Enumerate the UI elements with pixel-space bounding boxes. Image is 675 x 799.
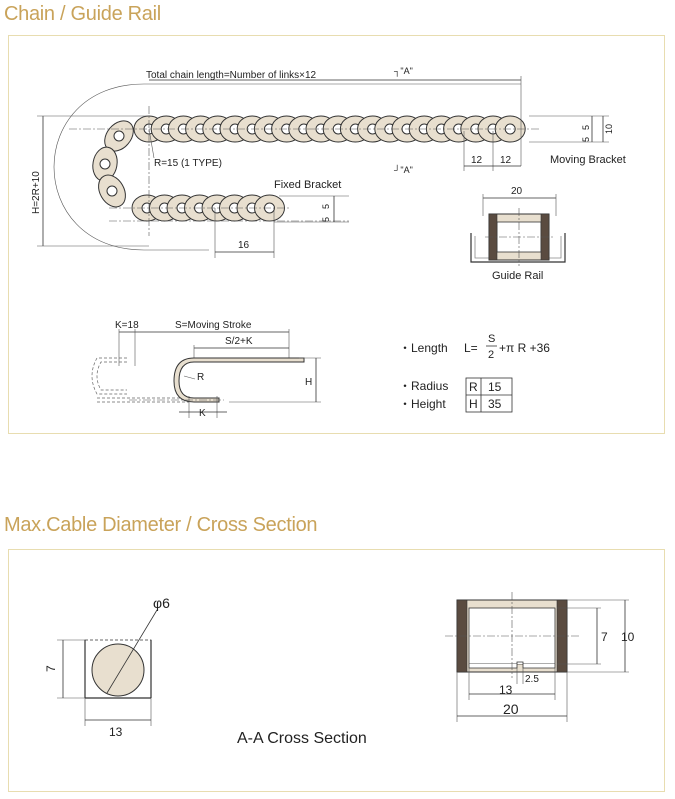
spec-table-key: H xyxy=(469,397,478,411)
k-value-label: K=18 xyxy=(115,320,139,331)
spec-table: R 15 H 35 xyxy=(465,377,513,413)
section-marker-bottom: ┘"A" xyxy=(394,164,413,175)
spec-table-value: 15 xyxy=(488,380,502,394)
height-small-label: H xyxy=(305,377,312,388)
bend-radius-small-label: R xyxy=(197,372,204,383)
cross-section-panel: φ6 7 13 A-A Cross Section 7 10 2.5 xyxy=(8,549,665,792)
moving-bracket-label: Moving Bracket xyxy=(550,154,626,166)
cross-section-drawing: φ6 7 13 A-A Cross Section 7 10 2.5 xyxy=(44,592,635,747)
spec-table-key: R xyxy=(469,380,478,394)
chain-bend xyxy=(92,120,134,208)
formula-denominator: 2 xyxy=(488,349,494,361)
dim-5-lower-b: 5 xyxy=(321,217,331,222)
length-bullet: ・Length xyxy=(399,341,448,355)
dim-7-left: 7 xyxy=(44,665,58,672)
section-title-chain-guide-rail: Chain / Guide Rail xyxy=(4,3,161,25)
max-cable-box xyxy=(84,609,158,699)
dim-7-right: 7 xyxy=(601,630,608,644)
guide-rail-section xyxy=(470,208,566,266)
total-chain-length-label: Total chain length=Number of links×12 xyxy=(146,70,317,81)
dim-10-upper: 10 xyxy=(604,124,614,134)
fixed-bracket-label: Fixed Bracket xyxy=(274,179,341,191)
dim-5-upper-b: 5 xyxy=(581,137,591,142)
dim-12-b: 12 xyxy=(500,155,512,166)
radius-type-label: R=15 (1 TYPE) xyxy=(154,158,222,169)
guide-rail-label: Guide Rail xyxy=(492,270,543,282)
aa-cross-section xyxy=(445,592,579,678)
radius-bullet: ・Radius xyxy=(399,379,448,393)
dim-5-lower-a: 5 xyxy=(321,204,331,209)
bend-envelope xyxy=(53,83,145,251)
cross-section-caption: A-A Cross Section xyxy=(237,730,367,747)
dim-5-upper-a: 5 xyxy=(581,125,591,130)
dim-20-right: 20 xyxy=(503,701,519,717)
dim-2-5: 2.5 xyxy=(525,674,539,685)
formula-numerator: S xyxy=(488,333,495,345)
dim-13-right: 13 xyxy=(499,683,513,697)
formula-rest: +π R +36 xyxy=(499,341,550,355)
dim-10-right: 10 xyxy=(621,630,635,644)
dim-16: 16 xyxy=(238,240,250,251)
cable-diameter-label: φ6 xyxy=(153,595,170,611)
section-title-cable-diameter: Max.Cable Diameter / Cross Section xyxy=(4,514,318,536)
height-bullet: ・Height xyxy=(399,397,446,411)
section-marker-top: ┐"A" xyxy=(394,66,413,77)
s-half-k-label: S/2+K xyxy=(225,336,253,347)
guide-rail-width: 20 xyxy=(511,186,523,197)
chain-guide-rail-panel: H=2R+10 Total chain length=Number of lin… xyxy=(8,35,665,434)
spec-table-value: 35 xyxy=(488,397,502,411)
dim-12-a: 12 xyxy=(471,155,483,166)
dim-13-left: 13 xyxy=(109,725,123,739)
height-formula-label: H=2R+10 xyxy=(31,171,42,214)
chain-guide-rail-drawing: H=2R+10 Total chain length=Number of lin… xyxy=(31,66,626,419)
moving-stroke-label: S=Moving Stroke xyxy=(175,320,252,331)
k-small-label: K xyxy=(199,408,206,419)
formula-l: L= xyxy=(464,341,478,355)
